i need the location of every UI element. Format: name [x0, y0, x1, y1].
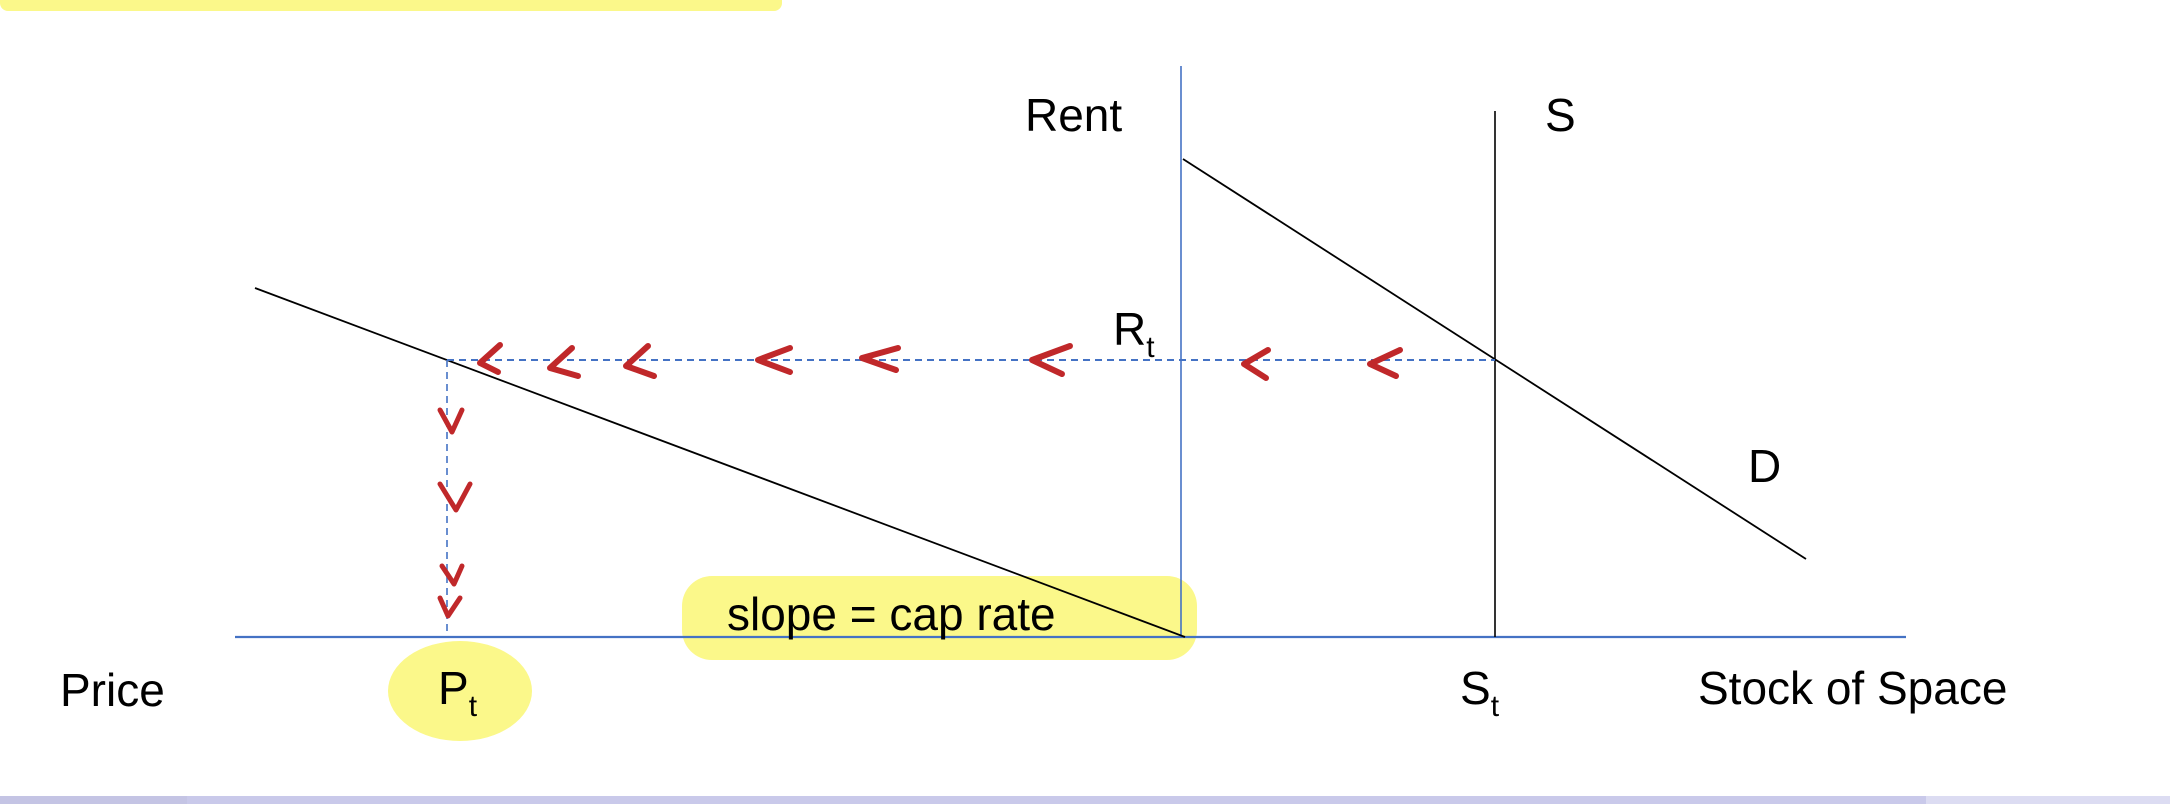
top-highlight-remnant [0, 0, 782, 11]
price-line [254, 287, 1186, 638]
bottom-bar-segment [187, 796, 1926, 804]
left-arrow-icon [1241, 347, 1271, 381]
down-arrows [437, 407, 473, 619]
price-axis-label: Price [60, 664, 165, 716]
down-arrow-icon [439, 563, 465, 587]
rent-value-main: R [1113, 303, 1146, 355]
price-value-sub: t [469, 690, 478, 723]
stock-axis-label: Stock of Space [1698, 662, 2007, 714]
rent-value-label: Rt [1113, 303, 1155, 364]
stock-value-label: St [1460, 662, 1500, 723]
demand-label: D [1748, 440, 1781, 492]
slope-note: slope = cap rate [727, 588, 1056, 640]
left-arrow-icon [623, 343, 657, 379]
left-arrow-icon [755, 345, 793, 375]
left-arrow-icon [1367, 347, 1403, 379]
supply-label: S [1545, 89, 1576, 141]
down-arrow-icon [437, 481, 473, 513]
left-arrow-icon [547, 345, 581, 379]
left-arrows [477, 342, 1403, 381]
stock-value-sub: t [1491, 690, 1500, 723]
rent-axis-label: Rent [1025, 89, 1122, 141]
rent-value-sub: t [1146, 331, 1155, 364]
stock-value-main: S [1460, 662, 1491, 714]
price-value-main: P [438, 662, 469, 714]
bottom-bar-left [0, 796, 187, 804]
left-arrow-icon [859, 345, 901, 373]
price-highlight [388, 641, 532, 741]
price-value-label: Pt [438, 662, 478, 723]
down-arrow-icon [437, 407, 465, 435]
left-arrow-icon [1029, 343, 1073, 377]
left-arrow-icon [477, 342, 503, 375]
slope-highlight [682, 576, 1197, 660]
down-arrow-icon [437, 595, 463, 619]
